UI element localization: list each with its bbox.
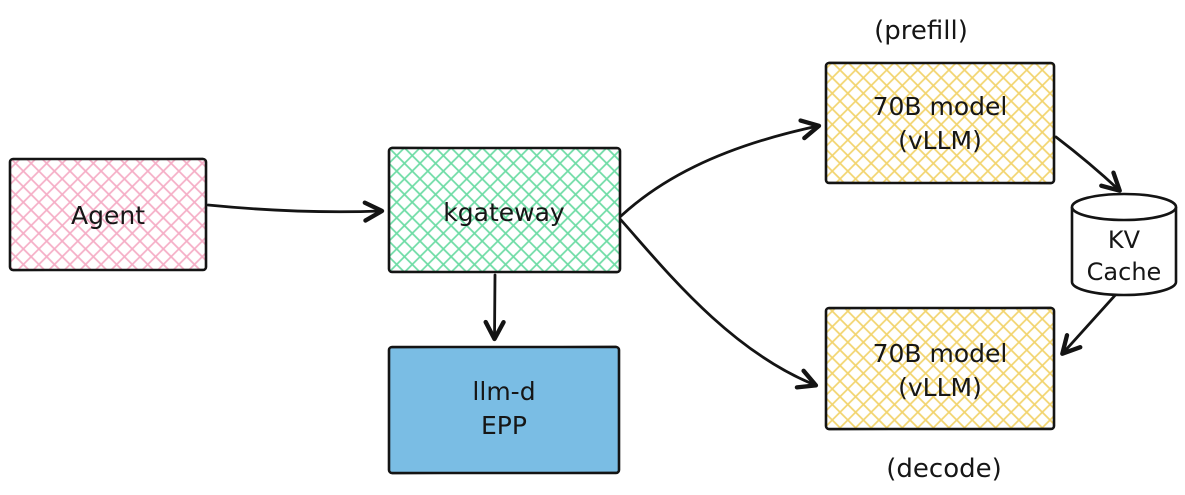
cylinder-top — [1070, 192, 1178, 222]
cylinder-body — [1070, 207, 1178, 297]
arrow-kgateway-to-decode — [619, 218, 819, 390]
kv-cache-label-line1: KV — [1108, 226, 1141, 254]
decode-annotation: (decode) — [886, 454, 1002, 484]
decode-label-line2: (vLLM) — [898, 373, 982, 402]
kgateway-label: kgateway — [443, 198, 565, 227]
arrow-kgateway-to-epp — [483, 273, 506, 342]
node-agent: Agent — [8, 157, 208, 272]
prefill-label-line2: (vLLM) — [898, 126, 982, 155]
node-prefill-model: (prefill) 70B model (vLLM) — [824, 16, 1056, 185]
arrow-kgateway-to-prefill — [619, 118, 822, 218]
epp-label-line2: EPP — [481, 411, 527, 440]
node-kgateway: kgateway — [387, 146, 622, 274]
node-llm-d-epp: llm-d EPP — [387, 345, 621, 475]
agent-label: Agent — [71, 201, 145, 230]
decode-label-line1: 70B model — [873, 339, 1008, 368]
prefill-annotation: (prefill) — [874, 16, 968, 46]
arrow-kvcache-to-decode — [1060, 290, 1120, 356]
arrow-agent-to-kgateway — [206, 200, 385, 223]
epp-label-line1: llm-d — [472, 377, 535, 406]
node-kv-cache: KV Cache — [1070, 192, 1178, 297]
edges-layer — [206, 118, 1122, 390]
prefill-label-line1: 70B model — [873, 92, 1008, 121]
node-decode-model: 70B model (vLLM) (decode) — [824, 306, 1056, 484]
kv-cache-label-line2: Cache — [1087, 258, 1162, 286]
arrow-prefill-to-kvcache — [1054, 135, 1122, 193]
